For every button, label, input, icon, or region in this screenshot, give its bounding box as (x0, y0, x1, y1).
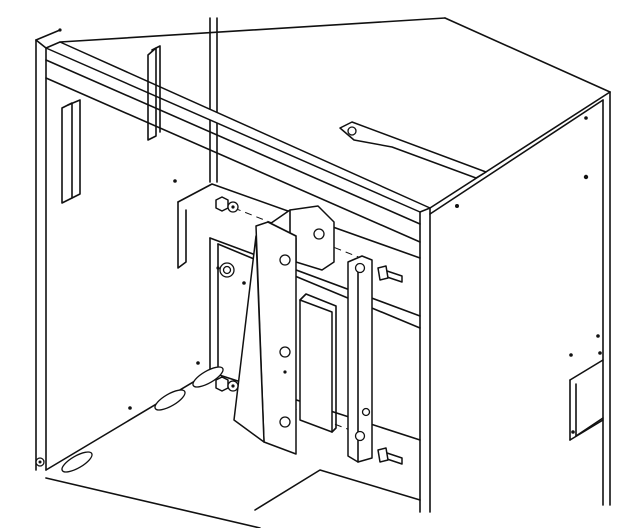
nut-upper (215, 196, 239, 213)
screw-lower (377, 447, 403, 465)
side-panel-cutout (569, 359, 604, 441)
nut-lower (215, 376, 239, 392)
rail-bar (347, 255, 373, 463)
vertical-channel-bracket (233, 221, 297, 455)
cabinet-frame (35, 17, 611, 513)
slotted-base-holes (45, 361, 421, 528)
rear-mounting-plate (173, 179, 421, 375)
handle-bracket (339, 121, 487, 179)
mounting-plate (299, 293, 337, 433)
top-cross-rail (45, 17, 446, 243)
hex-screws (377, 265, 403, 465)
screw-upper (377, 265, 403, 283)
rear-slots (61, 45, 161, 204)
nuts-and-washers (215, 196, 239, 392)
